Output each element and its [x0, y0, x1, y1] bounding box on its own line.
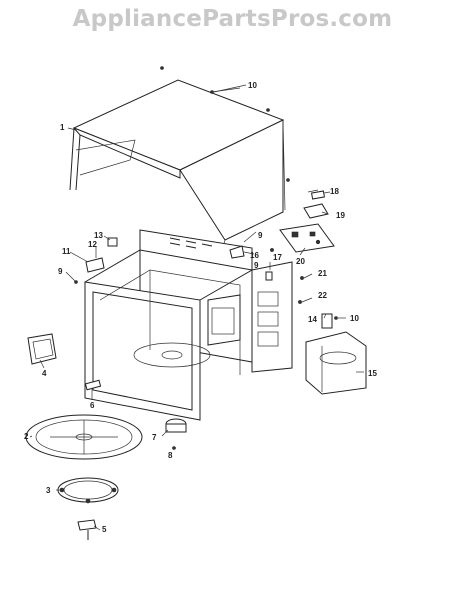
part-11-bracket	[85, 257, 105, 273]
watermark-logo: AppliancePartsPros.com	[72, 6, 393, 32]
callout-19: 19	[336, 211, 345, 220]
part-17-sensor	[265, 271, 273, 281]
callout-21: 21	[318, 269, 327, 278]
callout-16: 16	[250, 251, 259, 260]
callout-1: 1	[60, 123, 65, 132]
callout-10a: 10	[248, 81, 257, 90]
callout-9a: 9	[258, 231, 263, 240]
callout-3: 3	[46, 486, 51, 495]
callout-8: 8	[168, 451, 173, 460]
part-3-roller-ring	[57, 477, 119, 504]
callout-18: 18	[330, 187, 339, 196]
part-2-glass-tray	[25, 414, 143, 460]
callout-labels: 1 10 18 19 9 16 9 17 20 21 22 14 10 15 1…	[24, 81, 377, 534]
callout-20: 20	[296, 257, 305, 266]
callout-22: 22	[318, 291, 327, 300]
callout-9c: 9	[58, 267, 63, 276]
callout-9b: 9	[254, 261, 259, 270]
part-15-fan-assembly	[305, 331, 367, 395]
callout-7: 7	[152, 433, 157, 442]
outer-cabinet	[69, 79, 286, 251]
callout-10b: 10	[350, 314, 359, 323]
part-18-thermal-fuse	[310, 190, 331, 200]
callout-14: 14	[308, 315, 317, 324]
part-19-bracket	[303, 203, 329, 219]
oven-cavity	[84, 229, 293, 421]
callout-6: 6	[90, 401, 95, 410]
callout-15: 15	[368, 369, 377, 378]
part-16-clip	[229, 245, 245, 259]
part-6-latch	[84, 379, 102, 391]
leader-lines	[29, 84, 364, 531]
cabinet-screws	[160, 66, 290, 182]
part-13-latch	[107, 237, 118, 247]
callout-13: 13	[94, 231, 103, 240]
callout-11: 11	[62, 247, 71, 256]
callout-2: 2	[24, 432, 29, 441]
part-20-circuit-board	[279, 223, 335, 253]
part-14-connector	[321, 313, 333, 329]
part-5-coupler	[77, 519, 97, 540]
part-7-turntable-motor	[165, 418, 187, 433]
callout-5: 5	[102, 525, 107, 534]
part-4-choke-plate	[27, 333, 57, 365]
callout-12: 12	[88, 240, 97, 249]
callout-4: 4	[42, 369, 47, 378]
callout-17: 17	[273, 253, 282, 262]
